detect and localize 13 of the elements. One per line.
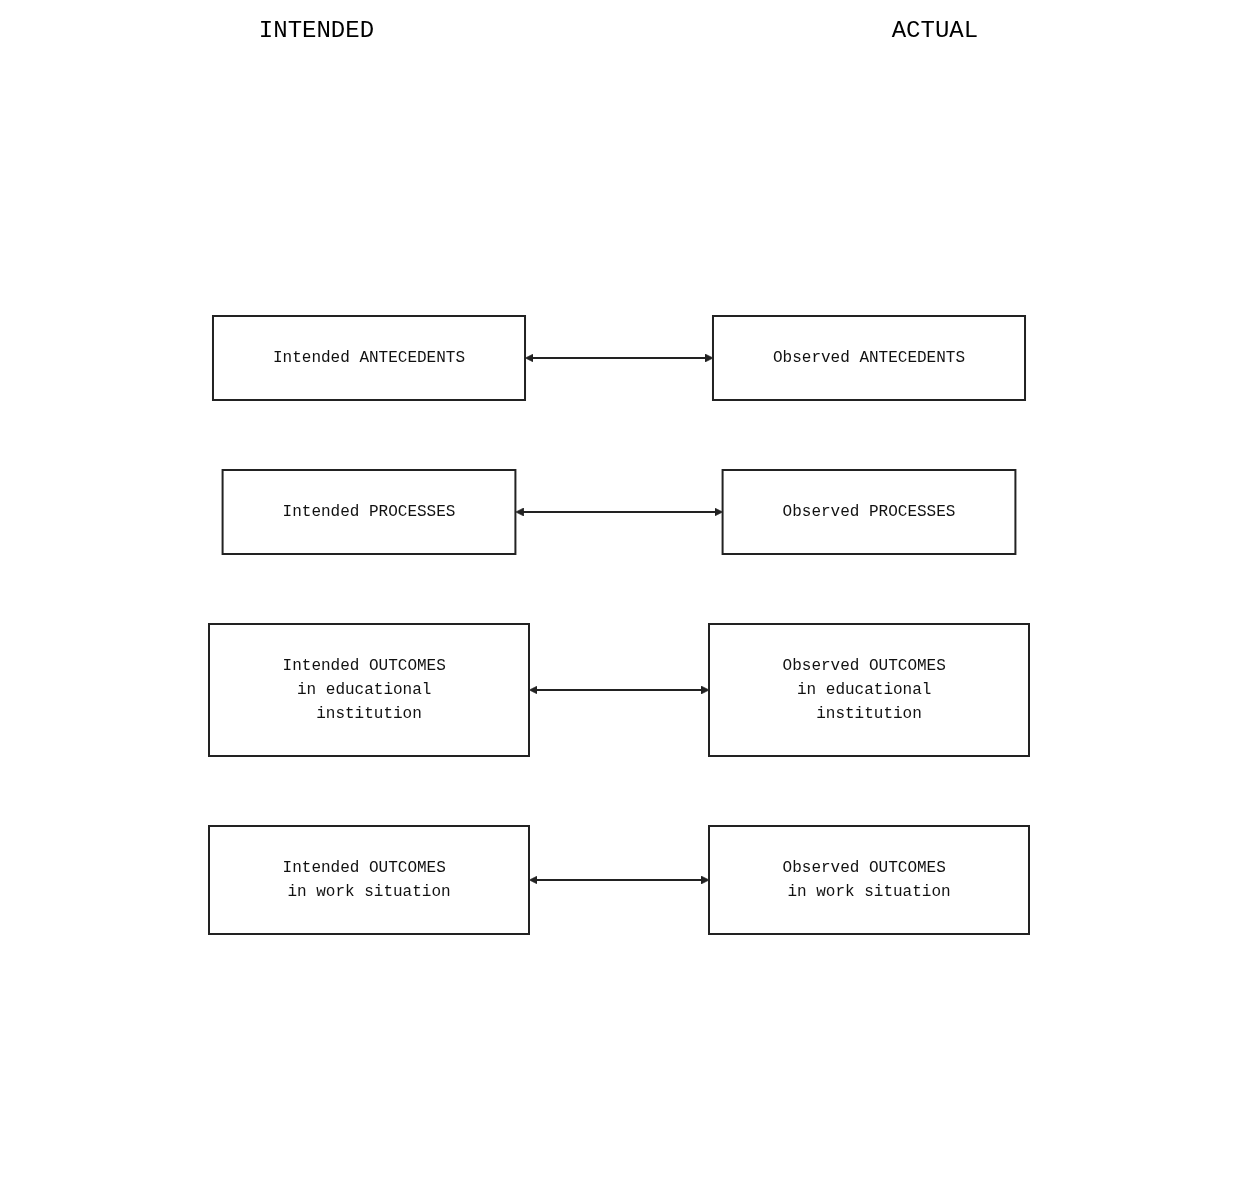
column-heading: INTENDED (258, 16, 375, 44)
node-box: Observed OUTCOMES in work situation (707, 825, 1030, 935)
arrow (528, 685, 709, 695)
node-box: Intended ANTECEDENTS (211, 315, 526, 401)
arrow (524, 353, 713, 363)
node-box: Observed PROCESSES (721, 469, 1016, 555)
column-heading: ACTUAL (891, 16, 979, 44)
node-box: Intended OUTCOMES in work situation (207, 825, 530, 935)
node-box: Intended PROCESSES (221, 469, 516, 555)
node-box: Observed ANTECEDENTS (711, 315, 1026, 401)
node-box: Intended OUTCOMES in educational institution (207, 623, 530, 757)
arrow (528, 875, 709, 885)
node-box: Observed OUTCOMES in educational institution (707, 623, 1030, 757)
